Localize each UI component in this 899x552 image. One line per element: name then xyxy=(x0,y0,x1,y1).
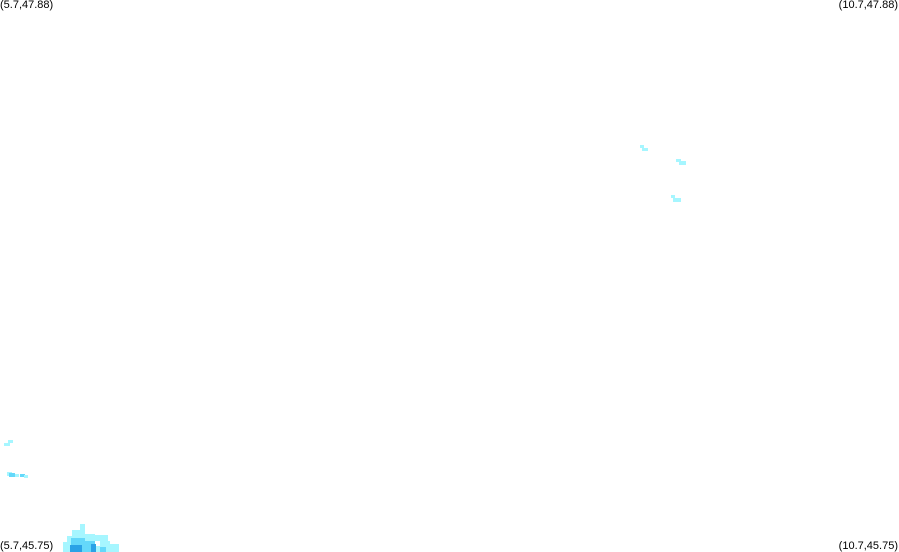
cell-medium xyxy=(20,474,25,477)
cell-medium xyxy=(9,473,15,477)
cell-light xyxy=(100,541,110,552)
cell-light xyxy=(24,475,28,478)
cell-medium xyxy=(71,538,85,545)
cell-dark xyxy=(91,544,96,552)
cell-medium xyxy=(82,545,92,552)
cell-light xyxy=(85,534,95,541)
corner-label-top-right: (10.7,47.88) xyxy=(838,0,898,11)
cell-light xyxy=(63,542,71,552)
cell-light xyxy=(15,474,19,477)
cell-light xyxy=(642,148,648,151)
cell-light xyxy=(96,546,100,552)
cell-light xyxy=(671,195,675,198)
cell-cluster-west xyxy=(4,440,28,478)
cell-light xyxy=(8,440,13,443)
corner-label-top-left: (5.7,47.88) xyxy=(0,0,54,11)
cell-light xyxy=(95,535,108,541)
cell-medium xyxy=(85,541,95,547)
cell-light xyxy=(673,198,681,202)
cell-dark xyxy=(70,545,82,552)
cell-light xyxy=(72,530,85,538)
cell-light xyxy=(676,159,681,162)
cell-light xyxy=(80,524,85,530)
cell-cluster-north-east xyxy=(640,145,686,202)
cell-light xyxy=(67,536,73,542)
cell-cluster-south-west xyxy=(63,524,119,552)
cell-light xyxy=(108,544,119,552)
cell-light xyxy=(640,145,644,148)
corner-label-bottom-right: (10.7,45.75) xyxy=(838,540,898,552)
cell-light xyxy=(4,443,10,446)
corner-label-bottom-left: (5.7,45.75) xyxy=(0,540,54,552)
cell-medium xyxy=(100,547,106,552)
cell-light xyxy=(679,161,686,165)
